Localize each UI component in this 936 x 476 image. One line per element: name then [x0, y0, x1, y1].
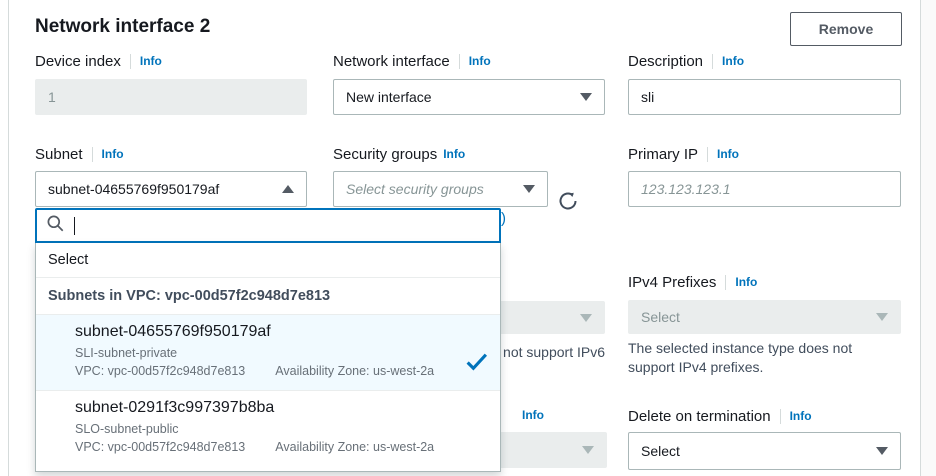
subnet-info-link[interactable]: Info — [101, 147, 124, 161]
obscured-link-fragment: ) — [501, 210, 506, 227]
subnet-option-id: subnet-04655769f950179af — [75, 323, 271, 340]
description-info-link[interactable]: Info — [722, 54, 745, 68]
label-separator — [129, 53, 131, 69]
caret-down-icon — [580, 93, 592, 101]
security-groups-placeholder: Select security groups — [346, 181, 484, 197]
subnet-option-vpc: VPC: vpc-00d57f2c948d7e813 — [75, 440, 246, 455]
delete-on-termination-label: Delete on termination — [628, 407, 771, 425]
primary-ip-label: Primary IP — [628, 145, 699, 163]
network-interface-label: Network interface — [333, 52, 450, 70]
caret-down-icon — [876, 313, 888, 321]
device-index-input: 1 — [35, 79, 307, 115]
ipv4-prefixes-label: IPv4 Prefixes — [628, 273, 717, 291]
primary-ip-info-link[interactable]: Info — [717, 147, 740, 161]
description-input[interactable]: sli — [628, 79, 901, 115]
subnet-search-box[interactable] — [35, 208, 501, 243]
subnet-option-name: SLI-subnet-private — [75, 346, 178, 360]
delete-on-termination-select[interactable]: Select — [628, 432, 901, 470]
label-separator — [91, 146, 93, 162]
subnet-option-az: Availability Zone: us-west-2a — [275, 364, 435, 379]
ipv4-prefixes-select-disabled: Select — [628, 300, 901, 334]
primary-ip-input[interactable]: 123.123.123.1 — [628, 171, 901, 207]
check-icon — [464, 351, 489, 377]
device-index-label-row: Device index Info — [35, 52, 162, 70]
network-interface-value: New interface — [346, 89, 432, 105]
caret-down-icon — [582, 446, 594, 454]
security-groups-label-row: Security groups Info — [333, 145, 465, 163]
delete-on-termination-value: Select — [641, 443, 680, 459]
subnet-option-id: subnet-0291f3c997397b8ba — [75, 399, 275, 417]
subnet-label: Subnet — [35, 145, 83, 163]
security-groups-info-link[interactable]: Info — [443, 147, 466, 161]
device-index-value: 1 — [48, 89, 56, 105]
label-separator — [725, 274, 727, 290]
subnet-option[interactable]: subnet-04655769f950179af SLI-subnet-priv… — [36, 315, 500, 392]
scrollbar-track[interactable] — [920, 0, 936, 476]
delete-on-termination-label-row: Delete on termination Info — [628, 407, 812, 425]
description-label-row: Description Info — [628, 52, 744, 70]
subnet-option-az: Availability Zone: us-west-2a — [275, 440, 435, 455]
subnet-select-value: subnet-04655769f950179af — [48, 181, 220, 197]
subnet-option-vpc: VPC: vpc-00d57f2c948d7e813 — [75, 364, 246, 379]
subnet-option[interactable]: subnet-0291f3c997397b8ba SLO-subnet-publ… — [36, 391, 500, 470]
ipv4-prefixes-label-row: IPv4 Prefixes Info — [628, 273, 757, 291]
ipv4-prefixes-placeholder: Select — [641, 309, 680, 325]
primary-ip-label-row: Primary IP Info — [628, 145, 739, 163]
ipv4-prefixes-info-link[interactable]: Info — [735, 275, 758, 289]
primary-ip-placeholder: 123.123.123.1 — [641, 181, 731, 197]
ipv4-prefixes-helper-text: The selected instance type does not supp… — [628, 340, 853, 375]
description-value: sli — [641, 89, 655, 105]
subnet-option-none[interactable]: Select — [36, 243, 500, 278]
subnet-dropdown-panel: Select Subnets in VPC: vpc-00d57f2c948d7… — [35, 208, 501, 472]
subnet-label-row: Subnet Info — [35, 145, 124, 163]
middle-field-info-link[interactable]: Info — [522, 408, 544, 422]
network-interface-select[interactable]: New interface — [333, 79, 605, 115]
caret-down-icon — [523, 185, 535, 193]
label-separator — [712, 53, 714, 69]
subnet-option-list: Select Subnets in VPC: vpc-00d57f2c948d7… — [35, 243, 501, 472]
page-title: Network interface 2 — [35, 16, 211, 37]
network-interface-info-link[interactable]: Info — [468, 54, 491, 68]
ipv6-helper-text: not support IPv6 — [503, 344, 605, 360]
label-separator — [458, 53, 460, 69]
search-icon — [46, 214, 65, 238]
delete-on-termination-info-link[interactable]: Info — [789, 409, 812, 423]
subnet-select[interactable]: subnet-04655769f950179af — [35, 171, 307, 207]
caret-down-icon — [580, 313, 592, 322]
remove-button[interactable]: Remove — [790, 12, 902, 46]
subnet-option-name: SLO-subnet-public — [75, 422, 179, 437]
caret-up-icon — [282, 185, 294, 193]
security-groups-select[interactable]: Select security groups — [333, 171, 548, 207]
label-separator — [707, 146, 709, 162]
description-label: Description — [628, 52, 704, 70]
refresh-button[interactable] — [555, 189, 581, 215]
device-index-label: Device index — [35, 52, 121, 70]
text-cursor — [74, 216, 75, 235]
security-groups-label: Security groups — [333, 145, 438, 163]
device-index-info-link[interactable]: Info — [139, 54, 162, 68]
subnet-group-header: Subnets in VPC: vpc-00d57f2c948d7e813 — [36, 278, 500, 315]
panel-left-border — [8, 0, 9, 476]
network-interface-label-row: Network interface Info — [333, 52, 491, 70]
label-separator — [779, 408, 781, 424]
caret-down-icon — [876, 447, 888, 455]
refresh-icon — [556, 192, 580, 216]
